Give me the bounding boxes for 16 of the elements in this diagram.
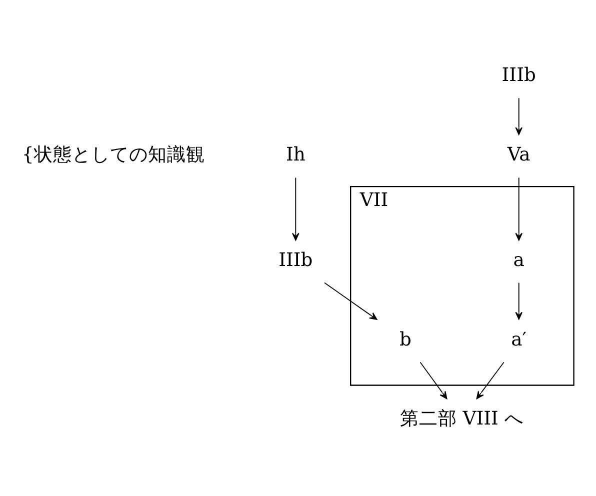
arrow (324, 282, 378, 320)
arrow (515, 282, 522, 320)
node-text: b (400, 328, 412, 350)
arrow (515, 97, 522, 135)
arrow (420, 361, 448, 399)
node-text: Va (507, 144, 530, 166)
node-text: a′ (511, 328, 527, 350)
node-text: IIIb (278, 249, 313, 270)
arrow (292, 176, 300, 240)
arrow (515, 176, 522, 240)
arrow (476, 361, 504, 399)
label: {状態としての知識観 (22, 144, 205, 166)
node-text: a (513, 249, 524, 270)
node-text: Ih (286, 144, 306, 166)
node-text: 第二部 VIII へ (400, 408, 524, 430)
node-text: IIIb (502, 64, 536, 86)
